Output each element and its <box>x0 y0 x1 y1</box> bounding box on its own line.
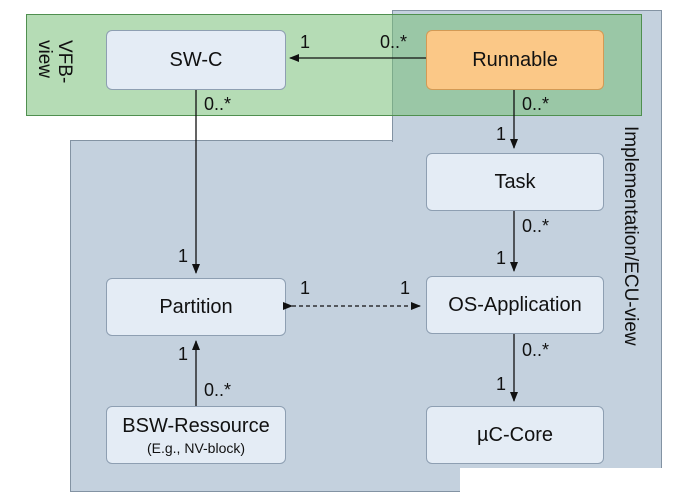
os-application-label: OS-Application <box>448 293 582 316</box>
mult-osapp-core-core-end: 1 <box>496 374 507 394</box>
mult-partition-osapp-partition-end: 1 <box>300 278 311 298</box>
bsw-resource-box: BSW-Ressource (E.g., NV-block) <box>106 406 286 464</box>
background-patch <box>460 468 670 504</box>
ecu-view-label: Implementation/ECU-view <box>620 126 641 346</box>
vfb-view-label: VFB- view <box>34 40 75 84</box>
mult-bsw-partition-bsw-end: 0..* <box>204 380 232 400</box>
mult-swc-partition-partition-end: 1 <box>178 246 189 266</box>
mult-runnable-end: 0..* <box>380 32 408 52</box>
task-box: Task <box>426 153 604 211</box>
partition-box: Partition <box>106 278 286 336</box>
partition-label: Partition <box>159 295 233 318</box>
mult-task-osapp-task-end: 0..* <box>522 216 550 236</box>
mult-bsw-partition-partition-end: 1 <box>178 344 189 364</box>
mult-runnable-task-task-end: 1 <box>496 124 507 144</box>
swc-box: SW-C <box>106 30 286 90</box>
runnable-label: Runnable <box>472 48 558 71</box>
bsw-resource-note: (E.g., NV-block) <box>146 439 246 456</box>
bsw-resource-label: BSW-Ressource <box>122 414 270 437</box>
uc-core-box: µC-Core <box>426 406 604 464</box>
uc-core-label: µC-Core <box>477 423 553 446</box>
swc-label: SW-C <box>169 48 223 71</box>
mult-osapp-core-osapp-end: 0..* <box>522 340 550 360</box>
runnable-box: Runnable <box>426 30 604 90</box>
mult-swc-end: 1 <box>300 32 311 52</box>
mult-swc-partition-swc-end: 0..* <box>204 94 232 114</box>
mult-task-osapp-osapp-end: 1 <box>496 248 507 268</box>
mult-runnable-task-runnable-end: 0..* <box>522 94 550 114</box>
mult-partition-osapp-osapp-end: 1 <box>400 278 411 298</box>
task-label: Task <box>494 170 536 193</box>
os-application-box: OS-Application <box>426 276 604 334</box>
